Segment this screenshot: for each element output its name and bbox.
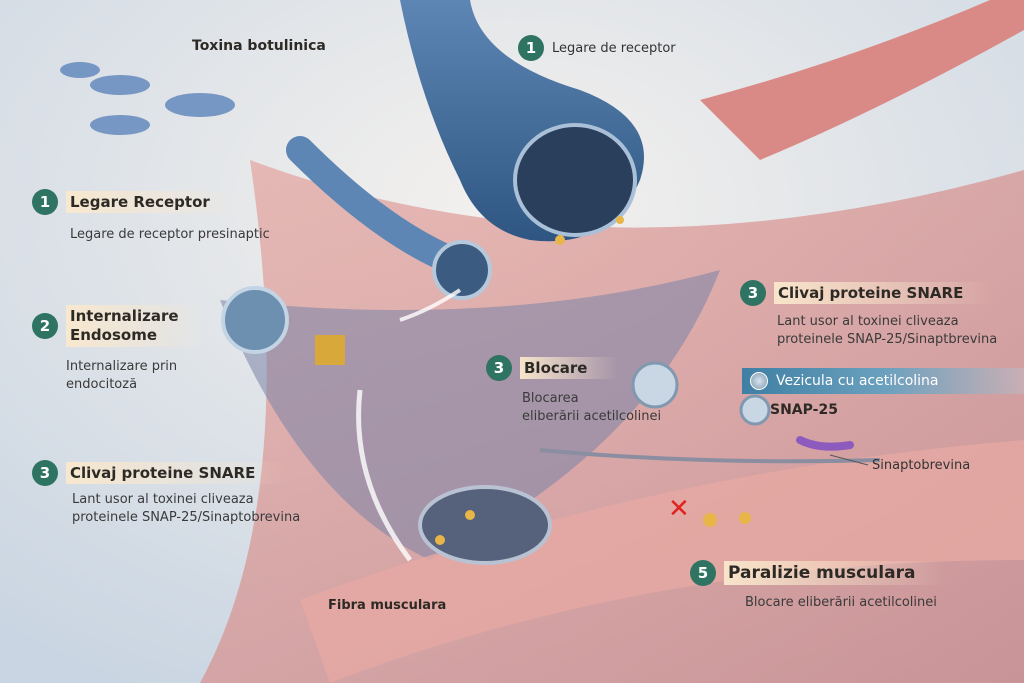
step-1-label: 1 Legare Receptor [32, 189, 240, 215]
title-line: Endosome [70, 326, 158, 344]
step-5-label: 5 Paralizie musculara [690, 560, 946, 586]
step-3-label: 3 Clivaj proteine SNARE [32, 460, 286, 486]
step-title: Paralizie musculara [724, 561, 946, 585]
step-title: Clivaj proteine SNARE [774, 282, 994, 304]
top-receptor-label: 1 Legare de receptor [518, 35, 676, 61]
desc-line: eliberării acetilcolinei [522, 409, 662, 424]
step-number: 5 [690, 560, 716, 586]
block-x-icon: ✕ [668, 494, 690, 524]
title-line: Internalizare [70, 307, 179, 325]
desc-line: Blocarea [522, 391, 579, 406]
desc-line: proteinele SNAP-25/Sinaptobrevina [72, 510, 301, 525]
step-title: Blocare [520, 357, 618, 379]
step-3-right-desc: Lant usor al toxinei cliveaza proteinele … [777, 313, 997, 349]
step-1-desc: Legare de receptor presinaptic [70, 226, 270, 244]
blood-vessel [700, 0, 1024, 160]
vesicle-legend: Vezicula cu acetilcolina [742, 368, 1024, 394]
desc-line: endocitoză [66, 377, 138, 392]
synaptobrevin-label: Sinaptobrevina [872, 458, 971, 473]
muscle-fiber-label: Fibra musculara [328, 598, 447, 613]
desc-line: Internalizare prin [66, 359, 178, 374]
step-5-desc: Blocare eliberării acetilcolinei [745, 594, 937, 612]
step-3-desc: Lant usor al toxinei cliveaza proteinele … [72, 491, 300, 527]
desc-line: Legare de receptor presinaptic [70, 227, 270, 242]
label-text: Legare de receptor [552, 40, 676, 56]
step-number: 3 [32, 460, 58, 486]
step-title: Legare Receptor [66, 191, 240, 213]
vesicle-icon [750, 372, 768, 390]
step-2-desc: Internalizare prin endocitoză [66, 358, 177, 394]
desc-line: Blocare eliberării acetilcolinei [745, 595, 937, 610]
step-number: 1 [518, 35, 544, 61]
block-label: 3 Blocare [486, 355, 618, 381]
step-title: Clivaj proteine SNARE [66, 462, 286, 484]
step-number: 2 [32, 313, 58, 339]
desc-line: proteinele SNAP-25/Sinaptbrevina [777, 332, 998, 347]
step-3-right-label: 3 Clivaj proteine SNARE [740, 280, 994, 306]
vesicle-label: Vezicula cu acetilcolina [776, 373, 939, 389]
step-number: 1 [32, 189, 58, 215]
block-desc: Blocarea eliberării acetilcolinei [522, 390, 661, 426]
snap25-label: SNAP-25 [770, 402, 838, 418]
step-number: 3 [486, 355, 512, 381]
bacteria-title: Toxina botulinica [192, 38, 326, 54]
desc-line: Lant usor al toxinei cliveaza [72, 492, 254, 507]
step-number: 3 [740, 280, 766, 306]
desc-line: Lant usor al toxinei cliveaza [777, 314, 959, 329]
